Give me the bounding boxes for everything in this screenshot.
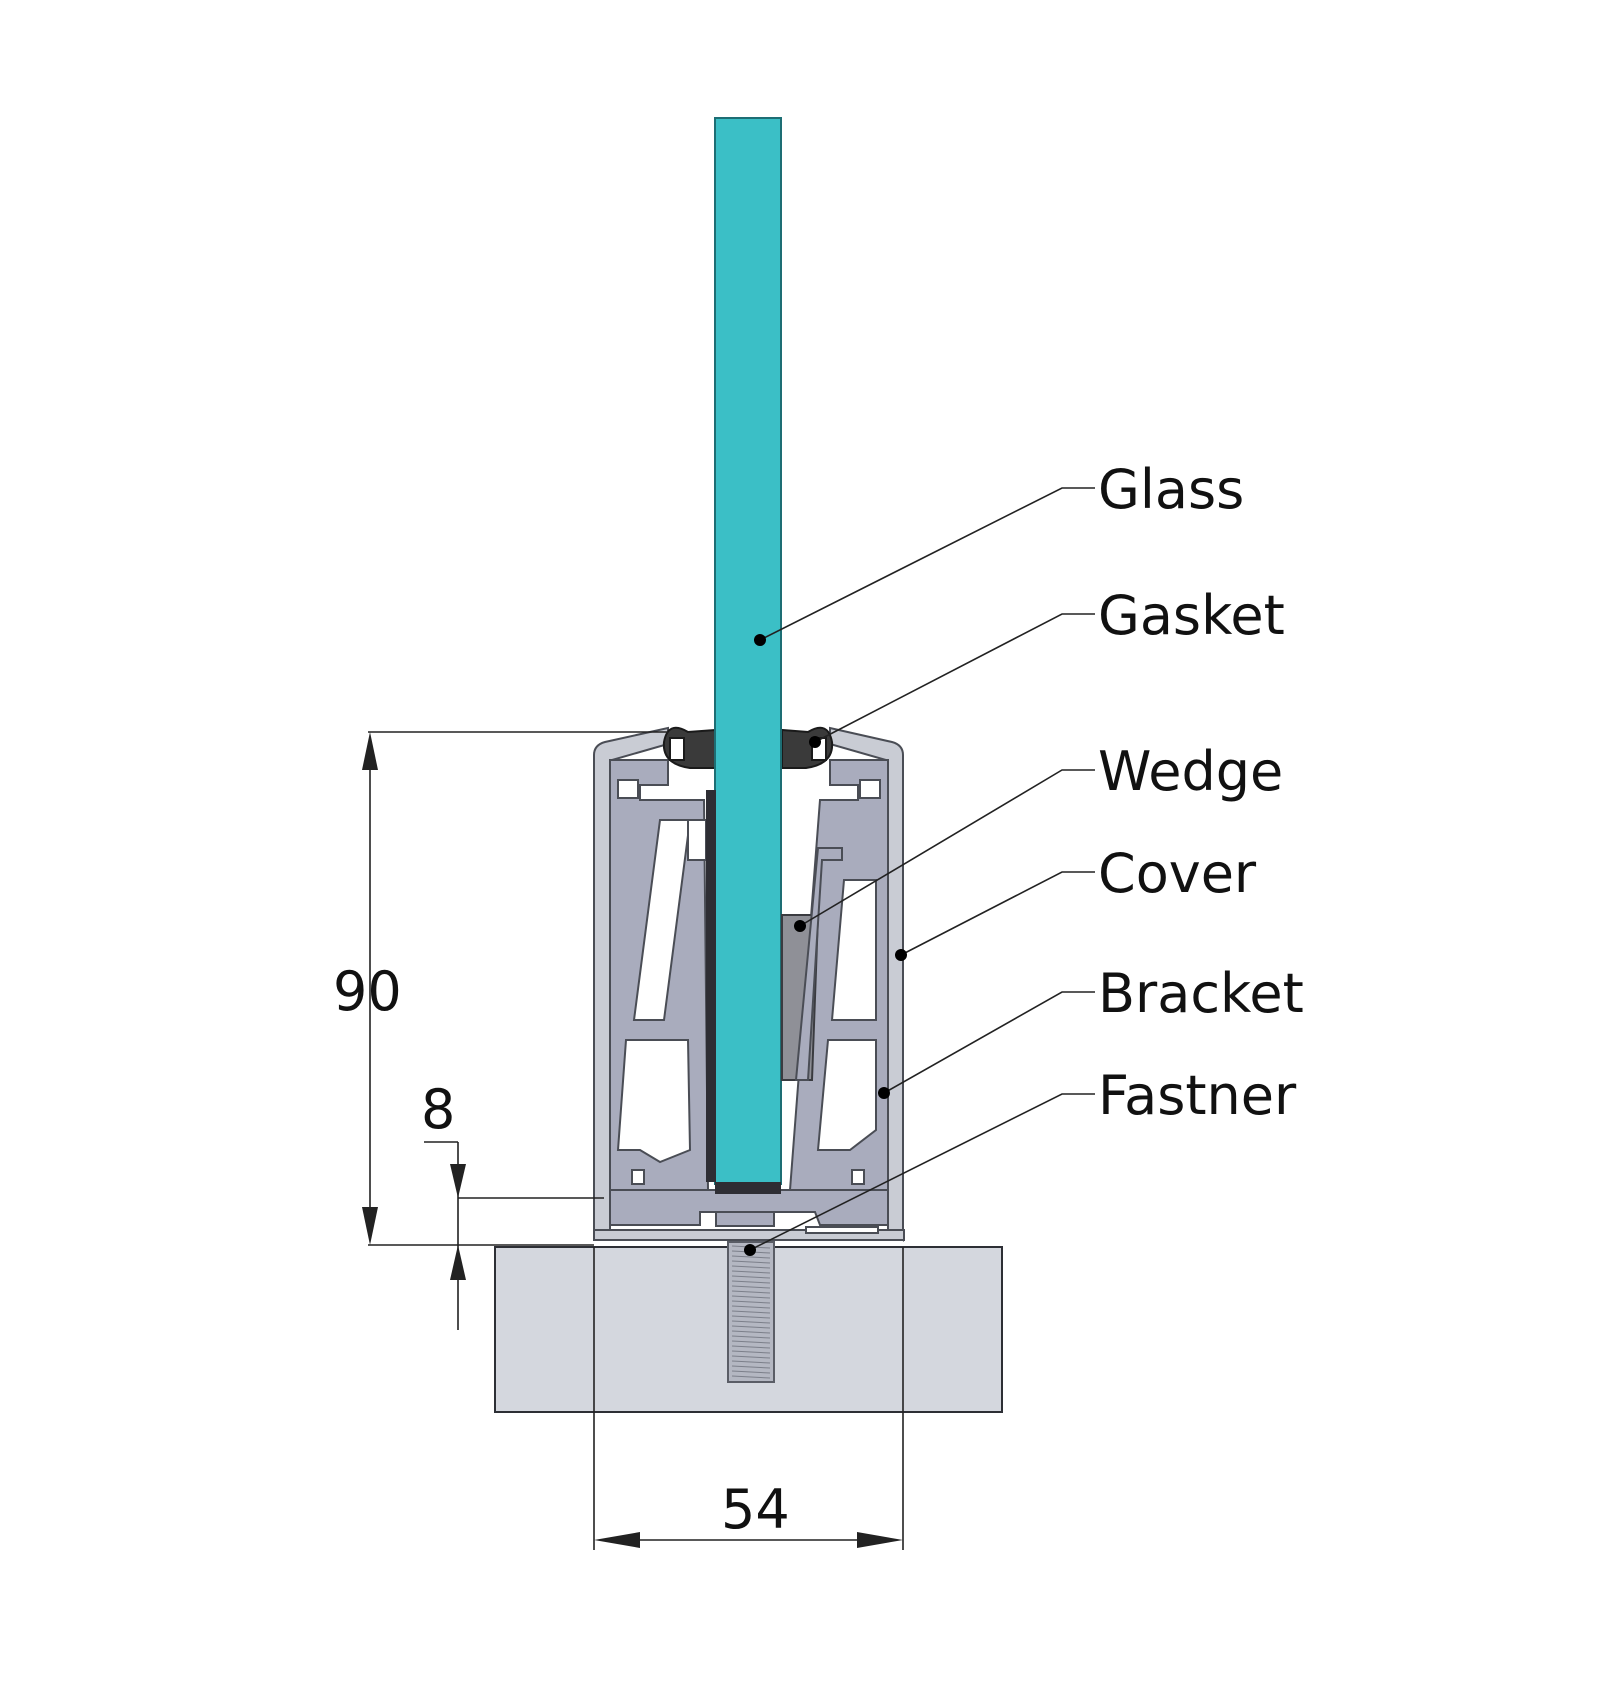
gasket-right: [781, 726, 834, 769]
dimension-height-value: 90: [333, 960, 402, 1023]
glass-panel: [706, 117, 782, 1194]
label-cover: Cover: [1098, 842, 1257, 905]
dimension-bottom-gap-value: 8: [421, 1078, 455, 1141]
dimension-bottom-gap: [424, 1141, 604, 1330]
label-gasket: Gasket: [1098, 584, 1285, 647]
label-bracket: Bracket: [1098, 962, 1304, 1025]
bracket: [609, 759, 889, 1234]
gasket-left: [662, 726, 717, 769]
label-glass: Glass: [1098, 458, 1244, 521]
label-wedge: Wedge: [1098, 740, 1283, 803]
label-fastner: Fastner: [1098, 1064, 1297, 1127]
dimension-width-value: 54: [721, 1478, 790, 1541]
dimension-width: [593, 1412, 904, 1550]
leaders: [744, 487, 1095, 1256]
wedge-rib: [794, 847, 843, 1081]
dimension-height: [362, 731, 668, 1246]
